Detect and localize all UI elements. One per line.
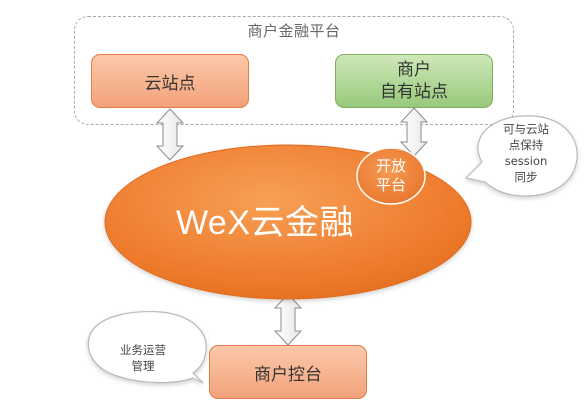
ops-callout-bubble [87, 310, 207, 384]
session-callout-line: 可与云站 [503, 122, 549, 136]
cloud-site-box: 云站点 [91, 54, 249, 108]
open-platform-label: 开放 平台 [362, 157, 420, 195]
session-callout-line: 同步 [514, 170, 538, 184]
core-label: WeX云金融 [175, 204, 355, 242]
open-platform-label-line2: 平台 [375, 176, 406, 194]
arrow-cloud-core [155, 108, 185, 161]
own-site-label-line2: 自有站点 [380, 82, 448, 102]
open-platform-label-line1: 开放 [375, 157, 406, 175]
own-site-label-line1: 商户 [397, 60, 431, 80]
arrow-own-site-open [399, 107, 429, 157]
open-platform-ellipse [356, 147, 426, 205]
session-callout-line: session [504, 154, 548, 168]
ops-callout-text: 业务运营 管理 [103, 342, 183, 374]
ops-callout-line: 业务运营 [120, 343, 166, 357]
ops-callout-line: 管理 [131, 359, 155, 373]
merchant-platform-title: 商户金融平台 [247, 22, 341, 40]
session-callout-text: 可与云站 点保持 session 同步 [487, 121, 565, 185]
arrow-core-console [273, 293, 303, 346]
session-callout-line: 点保持 [508, 138, 544, 152]
merchant-console-label: 商户控台 [254, 364, 322, 385]
merchant-console-box: 商户控台 [209, 345, 367, 399]
cloud-site-label: 云站点 [144, 73, 196, 94]
merchant-platform-group [74, 16, 514, 125]
session-callout-bubble [464, 115, 578, 197]
